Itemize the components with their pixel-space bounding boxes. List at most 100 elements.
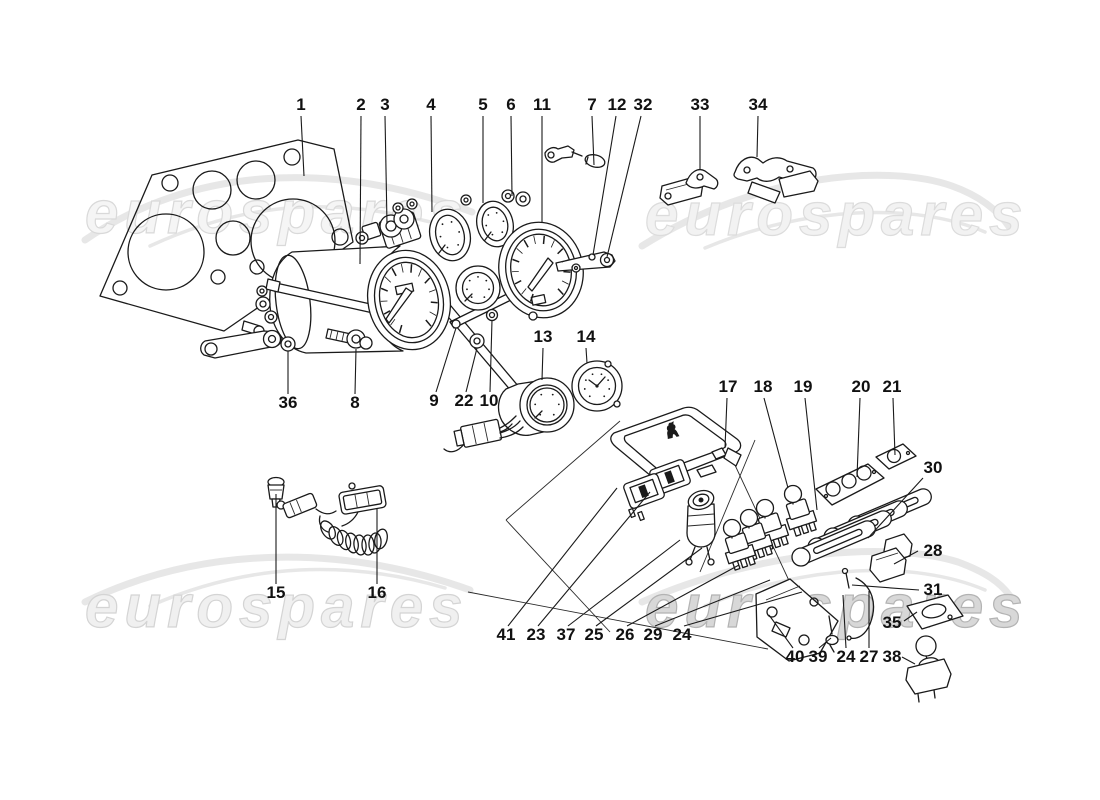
switch-plate-21: [875, 443, 917, 470]
leader-line-14: [585, 347, 588, 364]
leader-line-18: [763, 397, 789, 489]
leader-line-29: [654, 579, 771, 627]
callout-label-24: 24: [837, 647, 856, 666]
leader-line-3: [384, 115, 388, 225]
callout-label-2: 2: [356, 95, 365, 114]
callout-label-20: 20: [852, 377, 871, 396]
callout-label-40: 40: [786, 647, 805, 666]
console-tray: [610, 406, 742, 481]
console-outline-lines: [467, 420, 807, 650]
callout-label-21: 21: [883, 377, 902, 396]
switch-plate-20: [815, 463, 885, 506]
callout-label-10: 10: [480, 391, 499, 410]
callout-label-5: 5: [478, 95, 487, 114]
callout-label-13: 13: [534, 327, 553, 346]
callout-label-31: 31: [924, 580, 943, 599]
retaining-pin: [841, 567, 850, 589]
bracket-arm: [555, 251, 616, 273]
leader-line-10: [489, 319, 493, 393]
callout-label-33: 33: [691, 95, 710, 114]
leader-line-25: [595, 547, 703, 627]
callout-label-35: 35: [883, 613, 902, 632]
callout-label-36: 36: [279, 393, 298, 412]
ferrari-horse-emblem: [666, 421, 680, 440]
callout-label-29: 29: [644, 625, 663, 644]
gauge-ticks: [466, 276, 490, 298]
leader-line-32: [606, 115, 642, 258]
callout-label-16: 16: [368, 583, 387, 602]
leader-line-9: [435, 327, 457, 393]
callout-label-15: 15: [267, 583, 286, 602]
leader-line-23: [537, 491, 651, 627]
leader-line-37: [567, 539, 681, 627]
end-brackets: [869, 533, 913, 583]
callout-label-8: 8: [350, 393, 359, 412]
callout-label-6: 6: [506, 95, 515, 114]
leader-line-13: [541, 347, 544, 381]
instrument-housing: [241, 245, 404, 354]
bracket-33: [659, 168, 719, 206]
callout-label-30: 30: [924, 458, 943, 477]
leader-line-12: [592, 115, 617, 256]
leader-line-20: [856, 397, 861, 478]
rocker-switches: [623, 459, 691, 522]
leader-line-24: [683, 591, 803, 627]
leader-line-31: [851, 584, 920, 591]
leader-line-34: [756, 115, 759, 158]
leader-line-39: [818, 637, 832, 649]
watermark-bottom-right: eurospares: [645, 573, 1029, 640]
callout-label-28: 28: [924, 541, 943, 560]
leader-line-7: [591, 115, 595, 166]
wire-loop: [846, 577, 875, 641]
callout-label-4: 4: [426, 95, 436, 114]
callout-label-12: 12: [608, 95, 627, 114]
callout-label-39: 39: [809, 647, 828, 666]
gauge-ticks: [439, 221, 461, 249]
hand-lamp: [276, 482, 388, 556]
callout-label-3: 3: [380, 95, 389, 114]
callout-label-41: 41: [497, 625, 516, 644]
gasket-plate: [99, 139, 354, 332]
bulb-and-clip: [544, 145, 606, 168]
bulb-sockets: [460, 189, 531, 207]
leader-line-22: [465, 347, 478, 393]
cigarette-lighter: [685, 489, 716, 566]
blanking-plate: [906, 594, 964, 630]
callout-label-18: 18: [754, 377, 773, 396]
small-gauge-a: [428, 208, 472, 262]
mounting-arm: [200, 329, 296, 359]
callout-label-14: 14: [577, 327, 596, 346]
leader-line-1: [300, 115, 305, 177]
gauge-ticks: [534, 393, 560, 416]
leader-line-40: [768, 614, 794, 649]
toggle-switch-bank: [722, 484, 818, 571]
callout-label-26: 26: [616, 625, 635, 644]
watermark-bottom-left: eurospares: [85, 573, 469, 640]
callout-label-17: 17: [719, 377, 738, 396]
leader-line-2: [359, 115, 362, 265]
leader-line-8: [354, 348, 357, 395]
callout-label-7: 7: [587, 95, 596, 114]
small-gauge-center: [455, 265, 501, 311]
leader-line-35: [903, 611, 918, 622]
gauge-ticks: [511, 235, 571, 302]
gauge-ticks: [583, 373, 611, 398]
sender-units: [355, 198, 422, 249]
watermark-top-right: eurospares: [645, 181, 1029, 248]
callout-label-19: 19: [794, 377, 813, 396]
callout-label-22: 22: [455, 391, 474, 410]
callout-label-11: 11: [533, 95, 551, 114]
leader-line-26: [626, 564, 740, 627]
screw: [825, 615, 839, 653]
leader-line-38: [901, 656, 916, 665]
callout-label-1: 1: [296, 95, 305, 114]
leader-line-19: [804, 397, 818, 511]
aux-gauge-pod: [489, 360, 623, 437]
leader-line-30: [867, 477, 924, 539]
callout-label-27: 27: [860, 647, 879, 666]
leader-line-4: [430, 115, 433, 213]
mount-bolt: [325, 328, 373, 350]
harness-connector: [443, 415, 524, 453]
